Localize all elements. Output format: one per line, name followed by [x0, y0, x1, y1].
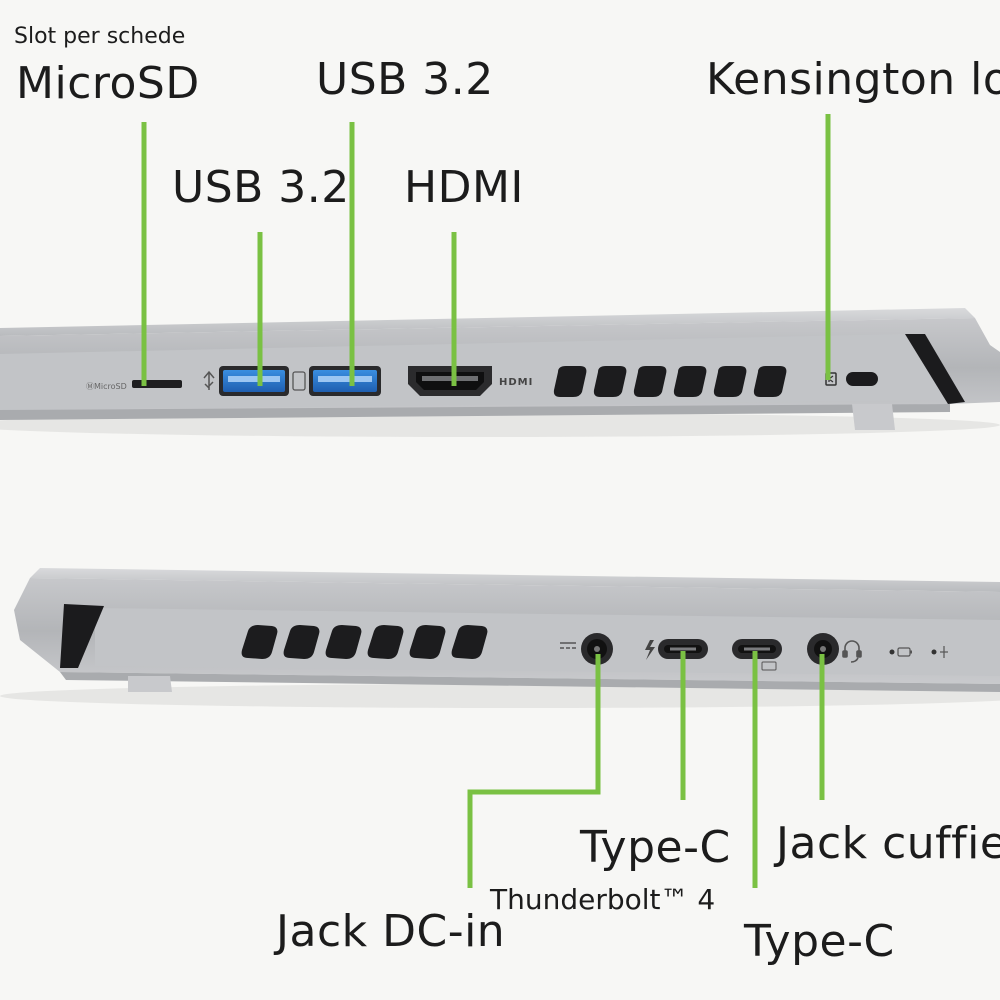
hinge-shadow-top	[905, 334, 965, 404]
type-c-tb-label: Type-C	[580, 822, 731, 873]
type-c-label: Type-C	[744, 916, 895, 967]
usb-ss-icon	[292, 371, 306, 391]
hinge-shadow-bottom	[60, 604, 104, 668]
type-c-port	[732, 639, 782, 671]
thunderbolt-label: Thunderbolt™ 4	[490, 883, 716, 916]
hdmi-label: HDMI	[404, 162, 524, 213]
usb-a-port-1	[219, 366, 289, 396]
dc-in-jack	[581, 633, 613, 665]
headphone-jack	[807, 633, 839, 665]
usb32-upper-label: USB 3.2	[316, 54, 494, 105]
headset-icon	[842, 640, 862, 663]
jack-dc-in-label: Jack DC-in	[276, 906, 506, 957]
callout-line-dc-in	[467, 654, 601, 888]
microsd-port-marking: ⓂMicroSD	[86, 382, 127, 391]
air-vents-bottom	[241, 625, 488, 659]
jack-cuffie-label: Jack cuffie	[776, 818, 1000, 869]
kensington-slot	[846, 372, 878, 386]
slot-caption-label: Slot per schede	[14, 24, 186, 49]
air-vents-top	[553, 366, 787, 397]
dc-power-icon	[560, 642, 576, 649]
laptop-right-side	[0, 568, 1000, 708]
hdmi-port-marking: HDMI	[499, 377, 533, 388]
callout-lines	[141, 114, 831, 888]
kensington-label: Kensington loc	[706, 54, 1000, 105]
foot-bottom	[128, 676, 172, 692]
microsd-label: MicroSD	[16, 58, 200, 109]
battery-led-icon	[889, 647, 912, 657]
usb-symbol-icon	[203, 370, 215, 390]
thunderbolt-bolt-icon	[645, 640, 655, 660]
foot-top	[852, 404, 895, 430]
power-led-icon	[931, 646, 948, 658]
usb-a-port-2	[309, 366, 381, 396]
laptop-left-side	[0, 308, 1000, 437]
hdmi-port: HDMI	[408, 366, 533, 396]
type-c-thunderbolt-port	[658, 639, 708, 659]
usb32-lower-label: USB 3.2	[172, 162, 350, 213]
